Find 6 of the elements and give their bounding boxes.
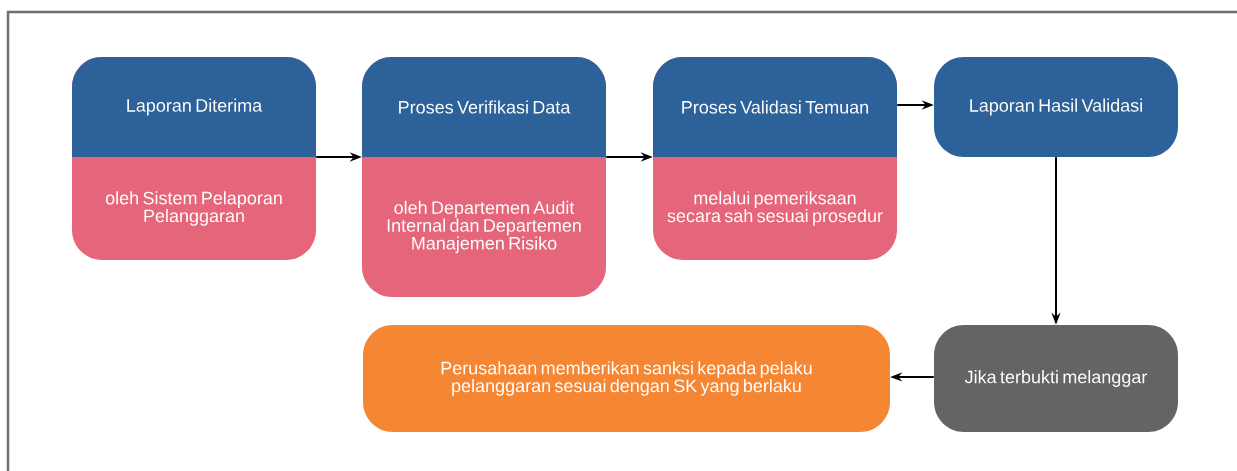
process-box: Proses Verifikasi Data oleh Departemen Audit Internal dan Departemen Manajemen Risiko [362,57,606,297]
process-box: Laporan Diterima oleh Sistem Pelaporan Pelanggaran [72,57,316,260]
process-box: Perusahaan memberikan sanksi kepada pelaku pelanggaran sesuai dengan SK yang berlaku [363,325,890,432]
process-box: Jika terbukti melanggar [934,325,1178,432]
process-box: Laporan Hasil Validasi [934,57,1178,157]
process-box: Proses Validasi Temuan melalui pemeriksaan secara sah sesuai prosedur [653,57,897,260]
